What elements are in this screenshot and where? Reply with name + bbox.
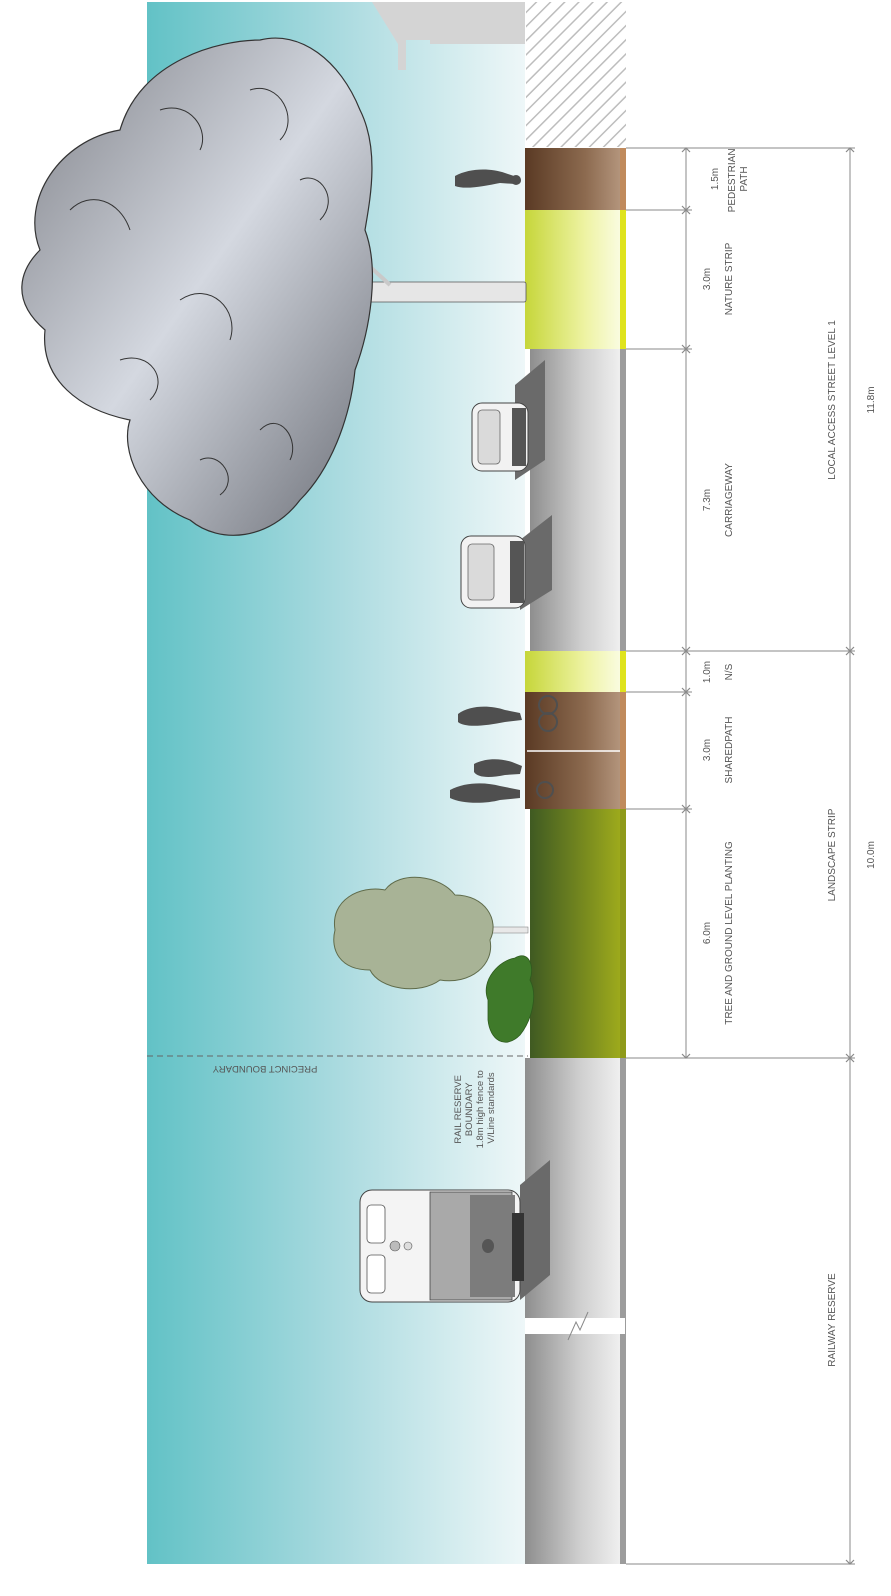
train [359,1160,550,1303]
strip-pedestrian-path [525,148,625,210]
tree-canopy [21,37,373,536]
nature-strip-label: NATURE STRIP [724,242,735,315]
landscape-strip-width: 10.0m [866,841,877,869]
carriageway-label: CARRIAGEWAY [724,463,735,537]
dimension-lines [626,147,855,1565]
building [372,2,626,147]
railway-reserve-label: RAILWAY RESERVE [827,1273,838,1367]
rail-reserve-boundary-note: RAIL RESERVE BOUNDARY 1.8m high fence to… [453,1068,497,1149]
pedestrian-1 [455,169,521,188]
sharedpath-width: 3.0m [702,739,713,761]
carriageway-width: 7.3m [702,489,713,511]
strip-nature [525,210,625,349]
car-2 [460,515,552,610]
strip-carriageway [530,349,625,651]
section-break [525,1318,625,1334]
strip-railway [525,1058,625,1564]
small-tree [333,876,529,990]
shrub [485,955,534,1043]
precinct-boundary-label: PRECINCT BOUNDARY [212,1063,317,1074]
ns-width: 1.0m [702,661,713,683]
local-access-label: LOCAL ACCESS STREET LEVEL 1 [827,320,838,480]
large-tree [21,37,527,536]
pedestrian-3 [450,781,554,803]
local-access-width: 11.8m [866,386,877,413]
pedestrian-path-width: 1.5m [710,168,721,190]
ns-label: N/S [724,663,735,680]
pedestrian-2 [474,759,522,777]
planting-width: 6.0m [702,922,713,944]
landscape-strip-label: LANDSCAPE STRIP [827,808,838,901]
nature-strip-width: 3.0m [702,268,713,290]
sharedpath-label: SHAREDPATH [724,717,735,784]
group-labels: LOCAL ACCESS STREET LEVEL 1 11.8m LANDSC… [827,320,877,1367]
planting-label: TREE AND GROUND LEVEL PLANTING [724,841,735,1025]
cyclist-1 [458,695,558,732]
strip-ns [525,651,625,692]
car-1 [471,360,545,480]
segment-labels: 1.5m PEDESTRIAN PATH 3.0m NATURE STRIP 7… [702,146,750,1025]
ground-strips [525,148,626,1564]
strip-planting [530,809,625,1058]
pedestrian-path-label: PEDESTRIAN PATH [727,146,750,213]
